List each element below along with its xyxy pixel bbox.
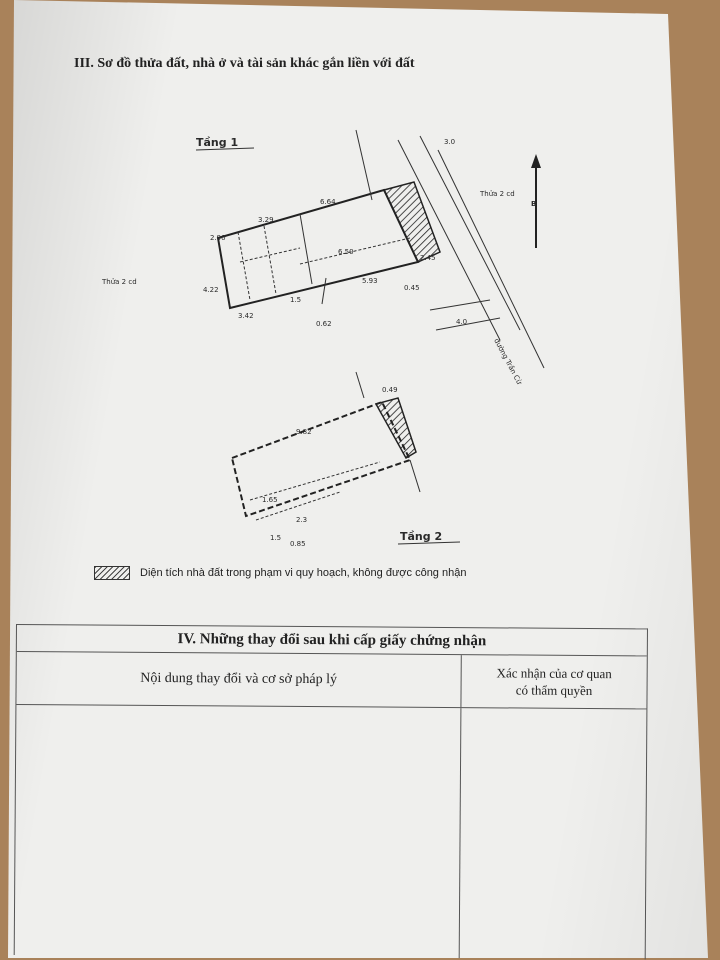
changes-table: IV. Những thay đổi sau khi cấp giấy chứn… (13, 624, 648, 960)
table-header-row: Nội dung thay đổi và cơ sở pháp lý Xác n… (16, 652, 647, 710)
section-3-heading: III. Sơ đồ thửa đất, nhà ở và tài sản kh… (74, 56, 415, 71)
floor1-inner-line (321, 277, 327, 305)
dim-label: 0.62 (316, 320, 332, 328)
floor2-inner-line (249, 461, 381, 501)
dim-label: 4.0 (456, 318, 467, 326)
floor1-inner-line (239, 247, 301, 263)
dim-label: 3.0 (444, 138, 455, 146)
floor2-inner-line (409, 459, 421, 493)
dim-label: 6.50 (338, 248, 354, 256)
col-header-changes: Nội dung thay đổi và cơ sở pháp lý (16, 652, 462, 708)
road-line (437, 149, 545, 369)
dim-label: 2.3 (296, 516, 307, 524)
neighbor-label: Thửa 2 cd (101, 278, 137, 286)
road-line (419, 135, 521, 331)
floor1-label-underline (195, 147, 255, 151)
floor2-label-underline (397, 541, 461, 545)
dim-label: 4.22 (203, 286, 219, 294)
dim-label: 1.5 (270, 534, 281, 542)
plot-boundary-line (355, 129, 373, 201)
col-header-confirmation: Xác nhận của cơ quan có thẩm quyền (461, 655, 646, 708)
floor1-inner-line (263, 225, 277, 295)
floor1-hatched-area (382, 181, 441, 263)
floor1-outline (216, 188, 420, 310)
col-header-confirmation-line2: có thẩm quyền (515, 682, 593, 699)
legend: Diện tích nhà đất trong phạm vi quy hoạc… (94, 566, 466, 580)
road-line (397, 139, 501, 341)
floor2-hatched-area (374, 397, 417, 460)
floor1-inner-line (299, 213, 313, 285)
floor2-label: Tầng 2 (400, 530, 442, 543)
dim-label: 2.90 (210, 234, 226, 242)
dim-label: 1.65 (262, 496, 278, 504)
table-body-row (14, 705, 647, 959)
changes-cell (14, 705, 462, 959)
dimension-line (435, 317, 501, 331)
dim-label: 3.29 (258, 216, 274, 224)
dim-label: 0.49 (382, 386, 398, 394)
dim-label: 1.5 (290, 296, 301, 304)
paper-shading (8, 0, 708, 958)
road-label: đường Trần Cừ (492, 337, 523, 386)
certificate-page (8, 0, 708, 958)
dim-label: 0.85 (290, 540, 306, 548)
dimension-line (429, 299, 491, 311)
dim-label: 0.45 (404, 284, 420, 292)
confirmation-cell (460, 708, 647, 959)
floor2-inner-line (355, 371, 365, 399)
floor1-label: Tầng 1 (196, 136, 238, 149)
north-label: B (531, 200, 536, 208)
dim-label: 6.64 (320, 198, 336, 206)
dim-label: 3.42 (238, 312, 254, 320)
floor2-outline (230, 400, 412, 518)
neighbor-label: Thửa 2 cd (479, 190, 515, 198)
north-arrow-head-icon (531, 154, 541, 168)
dim-label: 5.93 (362, 277, 378, 285)
legend-text: Diện tích nhà đất trong phạm vi quy hoạc… (140, 567, 467, 579)
hatch-swatch-icon (94, 566, 130, 580)
floor1-inner-line (237, 231, 251, 301)
floor1-inner-line (299, 237, 411, 265)
col-header-confirmation-line1: Xác nhận của cơ quan (496, 665, 612, 682)
dim-label: 2.45 (420, 254, 436, 262)
dim-label: 9.82 (296, 428, 312, 436)
